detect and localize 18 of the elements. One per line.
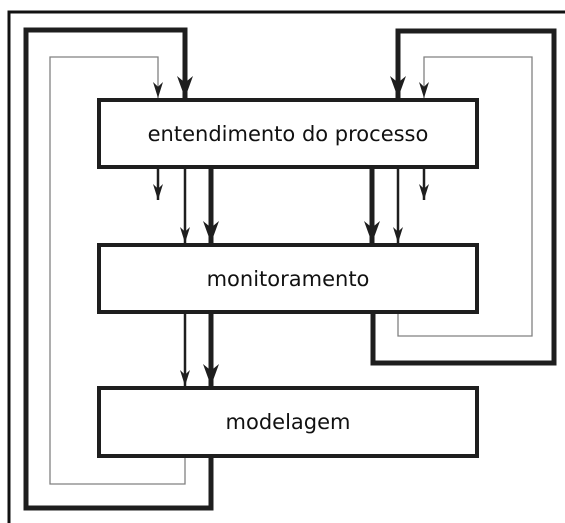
arrow — [393, 169, 403, 243]
process-box — [97, 386, 479, 458]
arrow — [370, 28, 556, 366]
box-label: entendimento do processo — [148, 122, 428, 146]
arrow — [364, 169, 380, 243]
arrow — [180, 314, 190, 386]
arrow — [153, 169, 163, 200]
box-label: monitoramento — [206, 266, 370, 290]
arrow — [24, 28, 214, 510]
process-box — [97, 98, 479, 169]
arrow — [203, 314, 219, 386]
arrow — [419, 169, 429, 200]
arrow — [180, 169, 190, 243]
arrow — [397, 56, 533, 337]
arrow — [203, 169, 219, 243]
arrow — [49, 56, 186, 485]
process-box — [97, 243, 479, 314]
box-label: modelagem — [226, 410, 350, 434]
